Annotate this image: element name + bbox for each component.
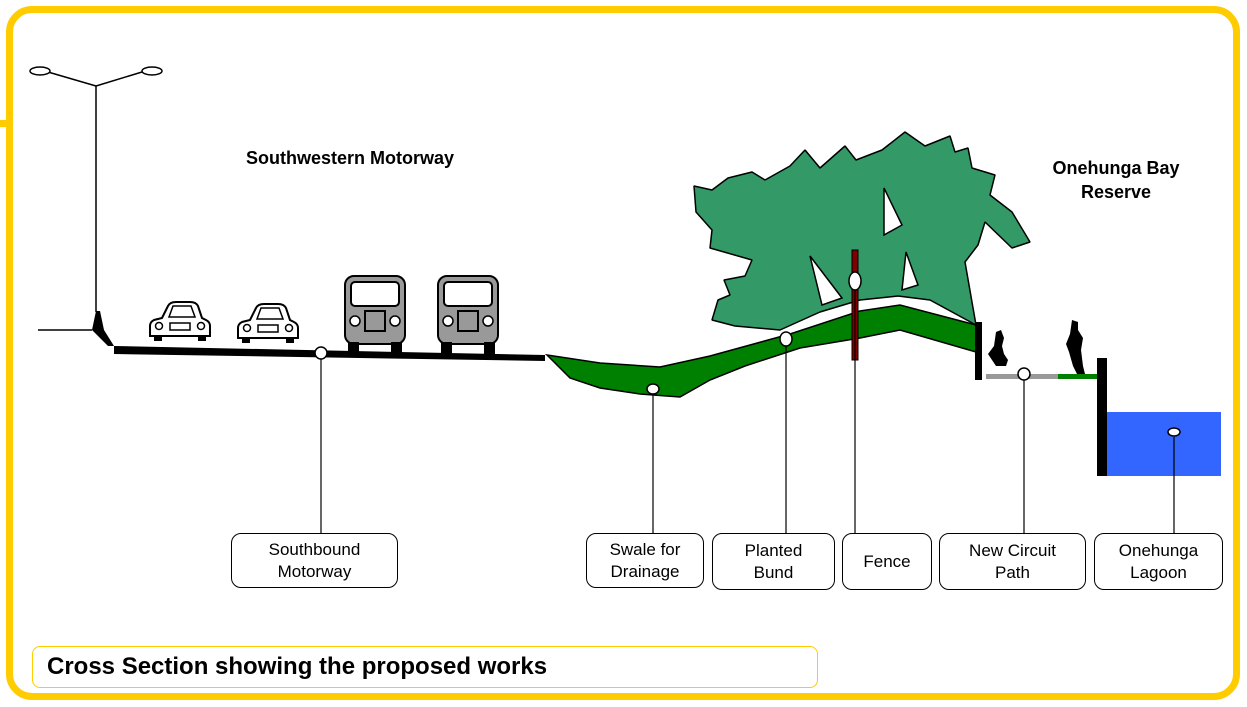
car-icon [149, 301, 211, 342]
callout-swale: Swale for Drainage [586, 533, 704, 588]
callout-line: Fence [863, 551, 911, 571]
reserve-title-line1: Onehunga Bay [1052, 158, 1180, 178]
street-lamp-icon [29, 66, 163, 346]
callout-line: Onehunga [1118, 540, 1199, 560]
motorway-title: Southwestern Motorway [246, 148, 455, 168]
callout-line: Bund [753, 562, 794, 582]
callout-line: Planted [744, 540, 803, 560]
bus-icon [437, 275, 499, 355]
planted-bund-shape [544, 304, 977, 398]
callout-line: Lagoon [1130, 562, 1187, 582]
callout-line: Path [995, 562, 1030, 582]
callout-line: Swale for [609, 539, 681, 559]
diagram-caption: Cross Section showing the proposed works [32, 646, 818, 688]
callout-circuit-path: New Circuit Path [939, 533, 1086, 590]
callout-line: Drainage [610, 561, 680, 581]
lagoon-water [1107, 412, 1221, 476]
callout-lagoon: Onehunga Lagoon [1094, 533, 1223, 590]
reserve-title-line2: Reserve [1080, 182, 1152, 202]
car-icon [237, 303, 299, 344]
tree-icon [693, 131, 1031, 331]
callout-line: Motorway [277, 561, 352, 581]
callout-leaders [320, 288, 1175, 535]
bus-icon [344, 275, 406, 355]
person-icon [1066, 320, 1085, 374]
callout-southbound-motorway: Southbound Motorway [231, 533, 398, 588]
callout-markers [314, 271, 1181, 437]
motorway-road-deck [114, 346, 545, 361]
path-wall-left [975, 322, 982, 380]
person-icon [988, 330, 1008, 366]
callout-planted-bund: Planted Bund [712, 533, 835, 590]
circuit-path-verge [1058, 374, 1098, 379]
callout-fence: Fence [842, 533, 932, 590]
frame-edge-tab [0, 120, 11, 127]
reserve-title: Onehunga Bay Reserve [1016, 156, 1216, 204]
callout-line: Southbound [268, 539, 361, 559]
callout-line: New Circuit [969, 540, 1056, 560]
seawall [1097, 358, 1107, 476]
